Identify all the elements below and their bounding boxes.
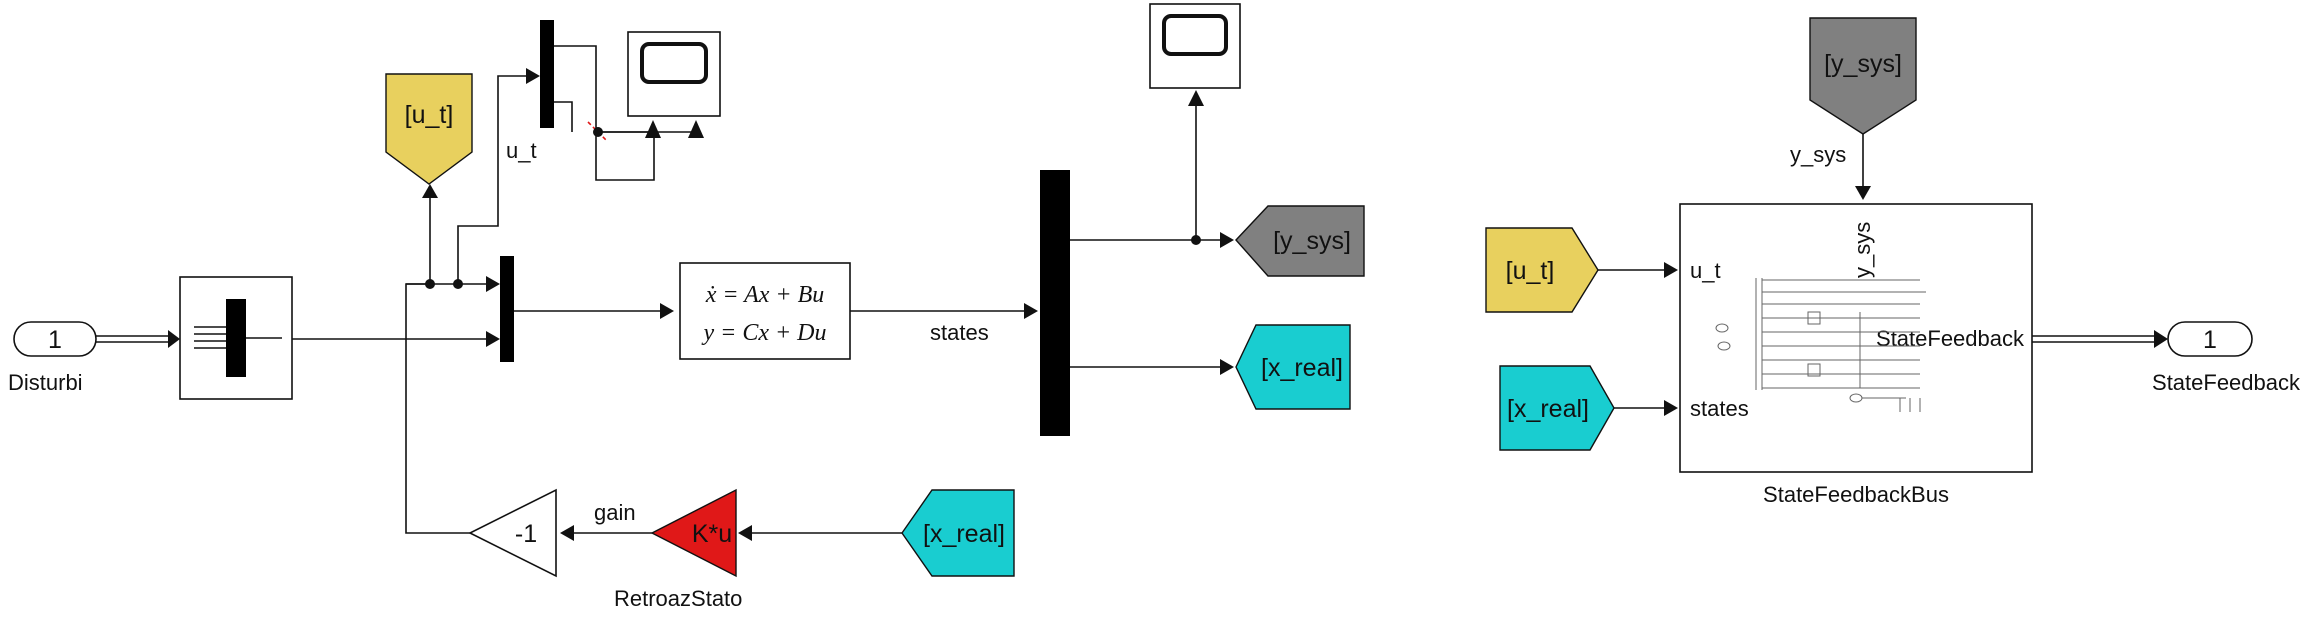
wire-demux-to-x_real [1070, 359, 1234, 375]
junction-dot [1191, 235, 1201, 245]
subsystem-port-out: StateFeedback [1876, 326, 2025, 351]
subsystem-statefeedbackbus[interactable]: u_t states y_sys StateFeedback [1679, 203, 2033, 473]
from-x_real-right-tag: [x_real] [1507, 395, 1589, 423]
wire-u_t-to-top-mux [457, 68, 540, 284]
wire-statespace-to-demux [850, 303, 1038, 319]
wire-gain-to-neg [560, 525, 652, 541]
statefeedback-outport[interactable]: 1 [2167, 321, 2253, 357]
wire-demux-to-y_sys [1070, 90, 1234, 248]
gain-neg[interactable]: -1 [468, 488, 557, 578]
wire-top-mux-to-scope [554, 45, 704, 181]
statefeedback-outport-label: StateFeedback [2152, 370, 2301, 395]
goto-x_real[interactable]: [x_real] [1235, 324, 1351, 410]
subsystem-port-y_sys: y_sys [1850, 222, 1875, 278]
goto-u_t[interactable]: [u_t] [385, 73, 473, 185]
from-x_real-tag: [x_real] [923, 520, 1005, 548]
subsystem-mini-schematic [1715, 278, 1926, 412]
from-y_sys-tag: [y_sys] [1824, 50, 1902, 78]
signal-u_t-label: u_t [506, 138, 537, 163]
wire-x_real-to-gain [738, 525, 902, 541]
output-demux[interactable] [1040, 170, 1070, 436]
gain-k[interactable]: K*u [650, 488, 737, 578]
junction-dot [593, 127, 603, 137]
statefeedback-outport-number: 1 [2203, 326, 2217, 354]
wire-to-goto-u_t [422, 184, 438, 284]
disturbi-inport[interactable]: 1 [13, 321, 97, 357]
from-u_t-right-tag: [u_t] [1506, 257, 1555, 285]
wire-x_real-to-subsystem [1614, 400, 1678, 416]
signal-gain-label: gain [594, 500, 636, 525]
from-u_t-right[interactable]: [u_t] [1485, 227, 1599, 313]
input-mux[interactable] [500, 256, 514, 362]
gain-k-text: K*u [692, 520, 732, 548]
disturbi-label: Disturbi [8, 370, 83, 395]
wire-subsystem-to-outport [2032, 330, 2168, 348]
subsystem-port-u_t: u_t [1690, 258, 1721, 283]
scope-output[interactable] [1149, 3, 1241, 89]
goto-y_sys-tag: [y_sys] [1273, 227, 1351, 255]
gain-k-label: RetroazStato [614, 586, 742, 611]
subsystem-name: StateFeedbackBus [1763, 482, 1949, 507]
wire-demux-to-mux [292, 331, 500, 347]
from-y_sys[interactable]: [y_sys] [1809, 17, 1917, 135]
signal-y_sys-label: y_sys [1790, 142, 1846, 167]
disturbi-inport-number: 1 [48, 326, 62, 354]
goto-u_t-shape [385, 73, 473, 185]
goto-x_real-tag: [x_real] [1261, 354, 1343, 382]
wire-mux-to-statespace [514, 303, 674, 319]
state-space-eq2: y = Cx + Du [701, 320, 826, 346]
goto-y_sys[interactable]: [y_sys] [1235, 205, 1365, 277]
state-space-block[interactable]: ẋ = Ax + Bu y = Cx + Du [679, 262, 851, 360]
top-mux[interactable] [540, 20, 554, 128]
from-x_real-right[interactable]: [x_real] [1499, 365, 1615, 451]
gain-neg-text: -1 [515, 520, 537, 548]
goto-u_t-tag: [u_t] [405, 101, 454, 129]
state-space-eq1: ẋ = Ax + Bu [705, 282, 825, 308]
scope-top[interactable] [627, 31, 721, 117]
wire-disturbi-to-demux [96, 330, 180, 348]
from-x_real[interactable]: [x_real] [901, 489, 1015, 577]
subsystem-port-states: states [1690, 396, 1749, 421]
bus-selector-block[interactable] [179, 276, 293, 400]
wire-u_t-to-subsystem [1598, 262, 1678, 278]
wire-y_sys-to-subsystem [1855, 134, 1871, 200]
signal-states-label: states [930, 320, 989, 345]
wire-feedback [405, 276, 500, 534]
